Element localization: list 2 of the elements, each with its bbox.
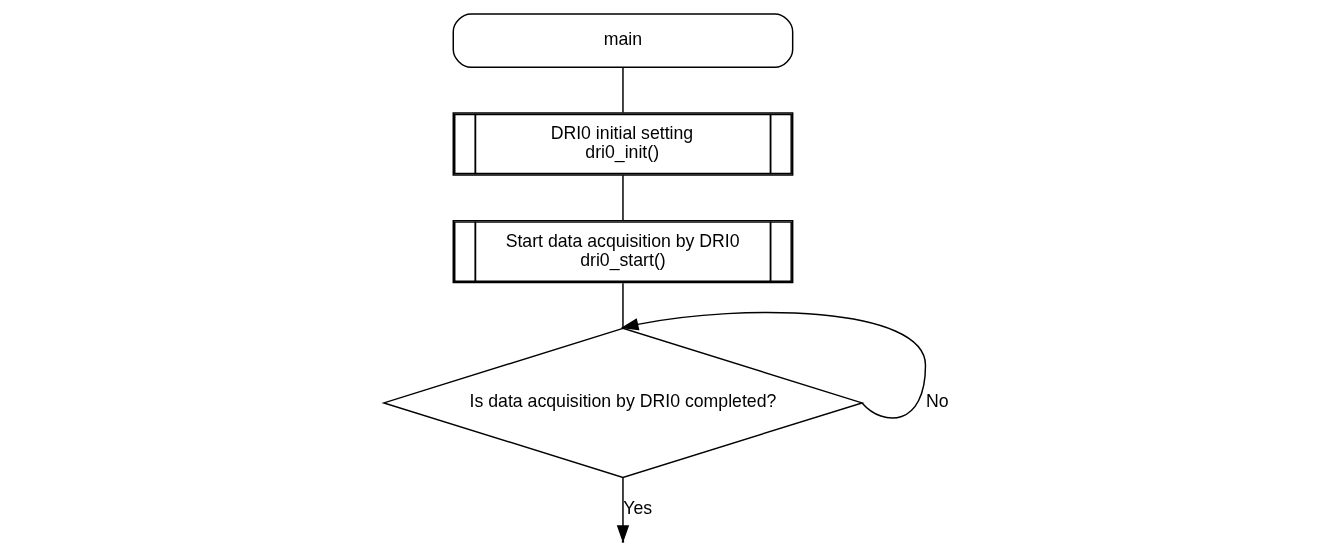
edge-label: Yes <box>622 497 652 518</box>
edge-label: No <box>925 391 949 412</box>
